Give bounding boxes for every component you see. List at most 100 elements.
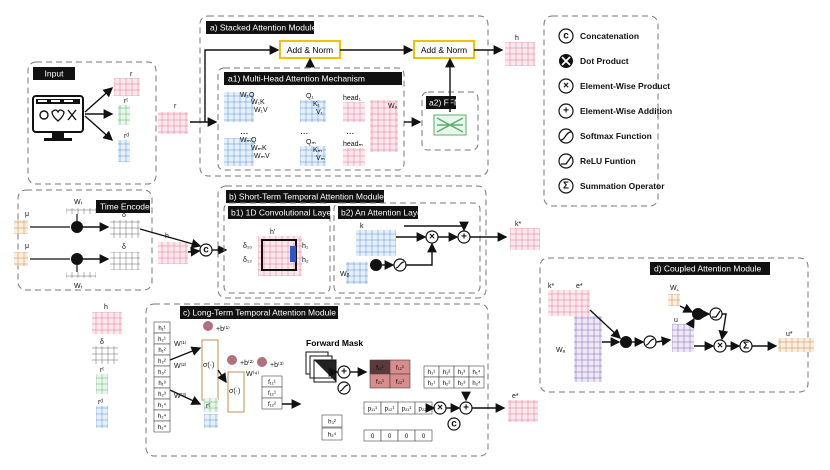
k-tensor: [356, 230, 396, 256]
element-wise-product-icon: [558, 78, 574, 94]
ffn-network-icon: [433, 114, 467, 136]
p-col-cell-text: h₃²: [328, 419, 336, 425]
b2-label: +b⁽²⁾: [240, 359, 254, 367]
delta-1-tensor: [110, 220, 140, 238]
h-matrix-cell-text: h₁²: [443, 370, 450, 376]
h-seq-cell: h₁²: [153, 343, 171, 356]
short-term-border: [217, 185, 487, 299]
hcol-to-sigma1: [169, 346, 202, 361]
masked-f-cell: f₁₁¹: [369, 359, 391, 375]
legend-border: [543, 15, 659, 207]
wa-tensor: [574, 316, 602, 382]
coupled-attention-border: [539, 257, 809, 393]
h-matrix-cell: h₁⁴: [468, 365, 485, 378]
conv-header: [228, 206, 330, 219]
mu-1-tensor: [14, 220, 28, 234]
w3-label: W⁽³⁾: [174, 392, 187, 400]
zero-cell: 0: [397, 429, 416, 442]
ffn-header: [426, 96, 456, 109]
lt-add-1-symbol: +: [341, 367, 347, 378]
cp-dot-product-2-icon: [692, 308, 704, 320]
mu-2-tensor: [14, 252, 28, 266]
cp-k-star-label: k*: [548, 283, 555, 290]
concatenation-symbol: c: [563, 31, 569, 42]
mu-2-label: μ: [25, 243, 29, 250]
bias-3-node: [257, 357, 267, 367]
f-col-cell-text: f₁₂²: [268, 402, 276, 408]
wb-tensor: [346, 262, 368, 284]
lt-rt-tensor: [96, 374, 108, 394]
zero-cell: 0: [414, 429, 433, 442]
conv-filter: [290, 246, 296, 262]
legend-element-wise-product: × Element-Wise Product: [558, 78, 670, 94]
km-label: Kₘ: [313, 147, 322, 154]
wb-label: Wᵦ: [340, 271, 350, 278]
h-seq-cell: h₁³: [153, 376, 171, 389]
zero-cell: 0: [380, 429, 399, 442]
f-col-cell: f₁₁¹: [261, 375, 283, 388]
coupled-attention-module: d) Coupled Attention Module k* e* Wₐ u W…: [539, 257, 809, 393]
h-seq-cell: h₂¹: [153, 332, 171, 345]
legend-dot-product: Dot Product: [559, 54, 629, 68]
u-star-label: u*: [786, 331, 793, 338]
legend-label-element-wise-product: Element-Wise Product: [580, 81, 670, 91]
head1-label: head₁: [343, 95, 362, 102]
e-star-tensor: [508, 400, 538, 422]
wt-1-tensor: [66, 208, 96, 214]
monitor-icon: [32, 95, 84, 141]
wc-label: W꜀: [670, 285, 680, 292]
r-d-small: [204, 414, 218, 428]
wm-v-label: WₘV: [254, 153, 270, 160]
forward-mask-icon: [305, 351, 337, 383]
p-row-cell-text: p₁₂¹: [385, 406, 395, 412]
vm-label: Vₘ: [316, 155, 325, 162]
qkvm-tensor: [300, 146, 326, 166]
masked-f-cell-text: f₁₂¹: [396, 365, 404, 371]
delta-s1-label: δ₁₀: [243, 243, 252, 250]
h-seq-cell-text: h₃²: [158, 370, 166, 376]
h-matrix-cell-text: h₁¹: [428, 370, 435, 376]
wm-k-label: WₘK: [251, 145, 267, 152]
h-matrix-cell: h₁³: [453, 365, 470, 378]
summation-symbol: Σ: [563, 181, 569, 192]
legend-element-wise-addition: + Element-Wise Addition: [558, 103, 672, 119]
lt-rt-label: rᵗ: [100, 367, 104, 374]
concatenation-icon: [558, 28, 574, 44]
masked-f-cell: f₁₂¹: [389, 359, 411, 375]
h-matrix-cell-text: h₁³: [458, 370, 465, 376]
b1-label: +b⁽¹⁾: [216, 325, 230, 333]
h-seq-cell-text: h₁⁴: [158, 402, 166, 409]
h-matrix-cell-text: h₂³: [458, 381, 466, 387]
lt-rd-label: rᵈ: [98, 399, 103, 406]
h-seq-cell-text: h₂⁴: [158, 413, 167, 420]
hcol-to-r: [169, 389, 202, 405]
time-encoder-title: Time Encoder: [100, 202, 153, 212]
wq1-tensor: [224, 92, 254, 122]
lt-h-tensor: [92, 312, 122, 334]
p-row-cell: p₂₂¹: [414, 401, 433, 415]
sigma1-to-sigma2: [217, 369, 227, 384]
time-encoder-panel: Time Encoder μ μ Wₜ Wₜ δ δ: [14, 189, 153, 291]
legend-label-dot-product: Dot Product: [580, 56, 629, 66]
stacked-attention-title: a) Stacked Attention Module: [210, 23, 317, 33]
long-term-header: [180, 306, 338, 319]
masked-f-cell-text: f₂₂¹: [396, 379, 404, 385]
w1-label: W⁽¹⁾: [174, 340, 187, 348]
zero-cell-text: 0: [405, 434, 409, 440]
p-row-cell: p₁₂¹: [380, 401, 399, 415]
softmax-to-u: [655, 336, 672, 347]
wt-2-tensor: [66, 272, 96, 278]
r-input-tensor: [158, 112, 188, 134]
p-row-cell-text: p₂₁¹: [402, 406, 412, 412]
headm-tensor: [343, 148, 365, 166]
p-col-cell-text: h₃⁴: [328, 431, 337, 438]
coupled-attention-title: d) Coupled Attention Module: [654, 264, 762, 274]
masked-f-cell: f₂₁¹: [369, 373, 391, 389]
zero-cell-text: 0: [422, 434, 426, 440]
h-seq-cell: h₂³: [153, 387, 171, 400]
p-row-cell: p₁₁¹: [363, 401, 382, 415]
legend-label-summation: Summation Operator: [580, 181, 665, 191]
long-term-module: c) Long-Term Temporal Attention Module h…: [92, 303, 506, 457]
